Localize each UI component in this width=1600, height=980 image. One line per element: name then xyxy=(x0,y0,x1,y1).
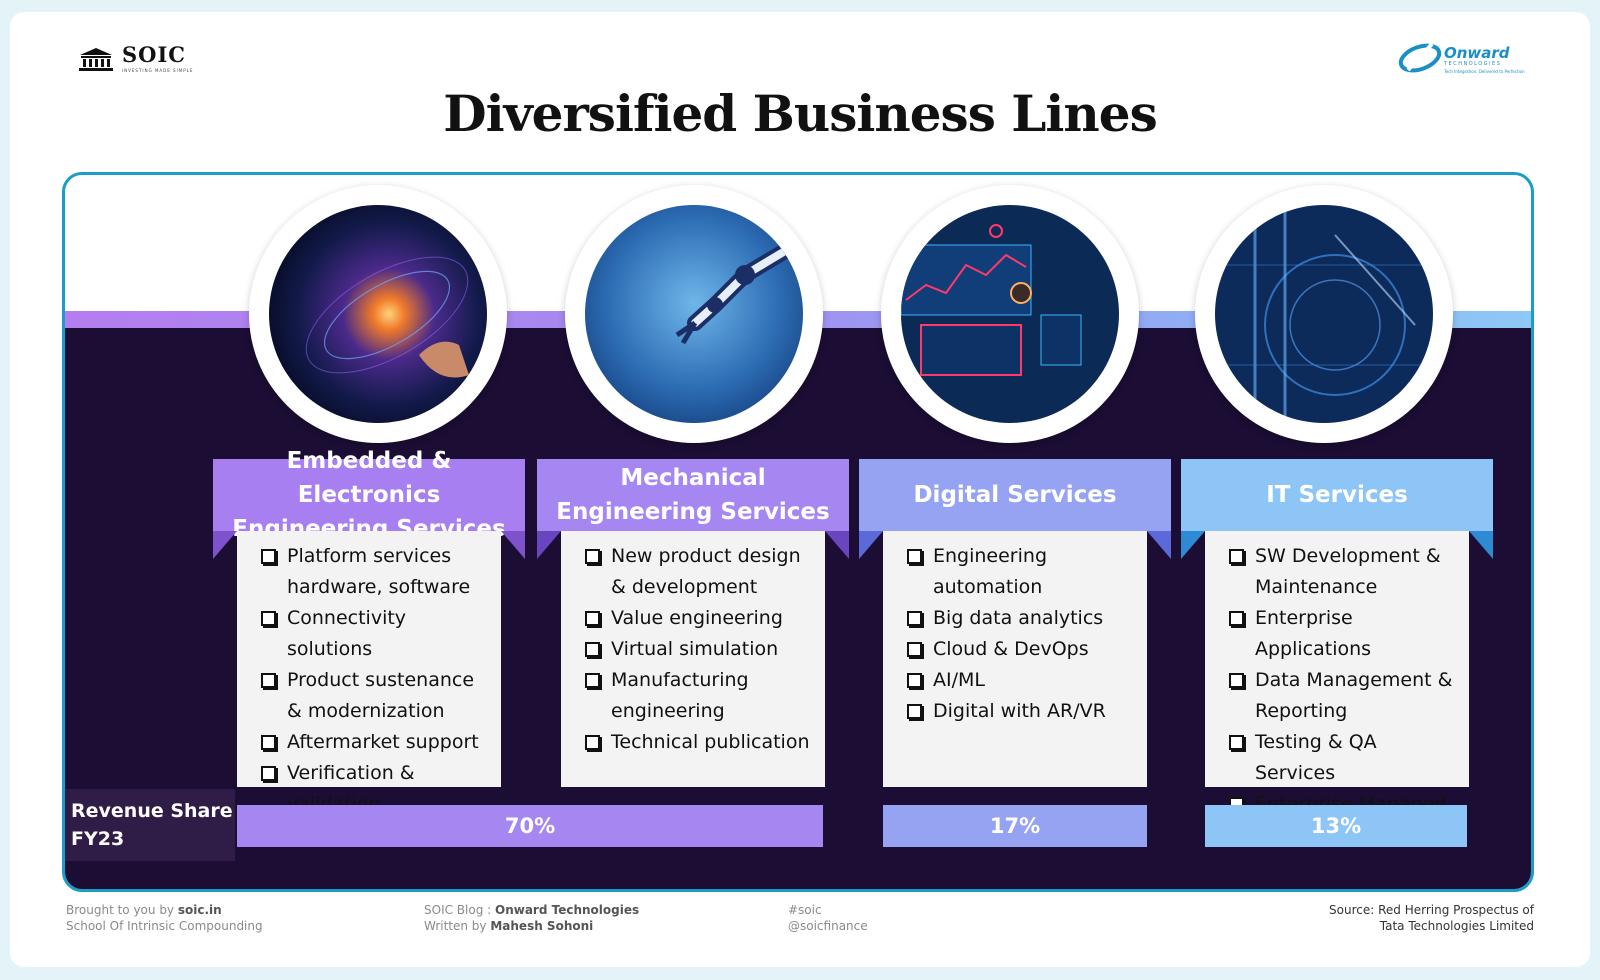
list-item: Engineering automation xyxy=(905,541,1137,603)
list-item: AI/ML xyxy=(905,665,1137,696)
list-item: Product sustenance & modernization xyxy=(259,665,491,727)
list-item: Enterprise Applications xyxy=(1227,603,1459,665)
footer-credit: Brought to you by soic.in School Of Intr… xyxy=(66,902,263,934)
footer-credit-line2: School Of Intrinsic Compounding xyxy=(66,919,263,933)
list-item: SW Development & Maintenance xyxy=(1227,541,1459,603)
list-item: Technical publication xyxy=(583,727,815,758)
list-item: Value engineering xyxy=(583,603,815,634)
onward-sub: TECHNOLOGIES xyxy=(1444,61,1502,67)
onward-swoosh-icon xyxy=(1398,42,1442,73)
list-item: Connectivity solutions xyxy=(259,603,491,665)
list-item: New product design & development xyxy=(583,541,815,603)
soic-logo: SOIC INVESTING MADE SIMPLE xyxy=(78,44,193,73)
footer-blog-prefix: SOIC Blog : xyxy=(424,903,495,917)
footer-source-line2: Tata Technologies Limited xyxy=(1379,919,1534,933)
onward-tagline: Tech Integration. Delivered to Perfectio… xyxy=(1444,69,1525,74)
galaxy-touch-image xyxy=(269,205,487,423)
circle-image-2 xyxy=(565,185,823,443)
footer-source: Source: Red Herring Prospectus of Tata T… xyxy=(1329,902,1534,934)
data-dashboard-image xyxy=(901,205,1119,423)
list-item: Platform services hardware, software xyxy=(259,541,491,603)
column-4-list: SW Development & Maintenance Enterprise … xyxy=(1205,531,1469,846)
fold-4-right xyxy=(1469,531,1493,559)
page-title: Diversified Business Lines xyxy=(443,84,1157,143)
fold-3-right xyxy=(1147,531,1171,559)
footer-author: Mahesh Sohoni xyxy=(490,919,594,933)
footer-handle: @soicfinance xyxy=(788,919,868,933)
fold-1-right xyxy=(501,531,525,559)
list-item: Aftermarket support xyxy=(259,727,491,758)
list-item: Virtual simulation xyxy=(583,634,815,665)
onward-logo: Onward TECHNOLOGIES Tech Integration. De… xyxy=(1398,38,1528,78)
fold-1-left xyxy=(213,531,237,559)
footer-author-prefix: Written by xyxy=(424,919,491,933)
circle-image-3 xyxy=(881,185,1139,443)
column-1-list: Platform services hardware, software Con… xyxy=(237,531,501,815)
footer-tags: #soic @soicfinance xyxy=(788,902,868,934)
revenue-bar-digital: 17% xyxy=(883,805,1147,847)
column-2-list: New product design & development Value e… xyxy=(561,531,825,787)
soic-wordmark: SOIC xyxy=(122,42,186,67)
column-3-header: Digital Services xyxy=(859,459,1171,531)
footer-blog: SOIC Blog : Onward Technologies Written … xyxy=(424,902,639,934)
footer-hashtag: #soic xyxy=(788,903,822,917)
list-item: Testing & QA Services xyxy=(1227,727,1459,789)
footer-blog-company: Onward Technologies xyxy=(495,903,640,917)
revenue-bar-it: 13% xyxy=(1205,805,1467,847)
soic-tagline: INVESTING MADE SIMPLE xyxy=(122,68,194,73)
column-2-header: Mechanical Engineering Services xyxy=(537,459,849,531)
circuit-tech-image xyxy=(1215,205,1433,423)
list-item: Cloud & DevOps xyxy=(905,634,1137,665)
onward-wordmark: Onward xyxy=(1444,44,1510,62)
fold-2-left xyxy=(537,531,561,559)
revenue-share-label: Revenue Share FY23 xyxy=(65,789,235,861)
list-item: Data Management & Reporting xyxy=(1227,665,1459,727)
list-item: Manufacturing engineering xyxy=(583,665,815,727)
footer-source-line1: Source: Red Herring Prospectus of xyxy=(1329,903,1534,917)
bank-building-icon xyxy=(79,47,113,71)
footer-link[interactable]: soic.in xyxy=(177,903,222,917)
column-4-header: IT Services xyxy=(1181,459,1493,531)
fold-3-left xyxy=(859,531,883,559)
circle-image-1 xyxy=(249,185,507,443)
column-3-list: Engineering automation Big data analytic… xyxy=(883,531,1147,787)
circle-image-4 xyxy=(1195,185,1453,443)
revenue-bar-engineering: 70% xyxy=(237,805,823,847)
fold-2-right xyxy=(825,531,849,559)
business-lines-panel: Embedded & Electronics Engineering Servi… xyxy=(62,172,1534,892)
fold-4-left xyxy=(1181,531,1205,559)
footer-credit-prefix: Brought to you by xyxy=(66,903,178,917)
list-item: Digital with AR/VR xyxy=(905,696,1137,727)
column-1-header: Embedded & Electronics Engineering Servi… xyxy=(213,448,525,542)
list-item: Big data analytics xyxy=(905,603,1137,634)
robot-arm-image xyxy=(585,205,803,423)
